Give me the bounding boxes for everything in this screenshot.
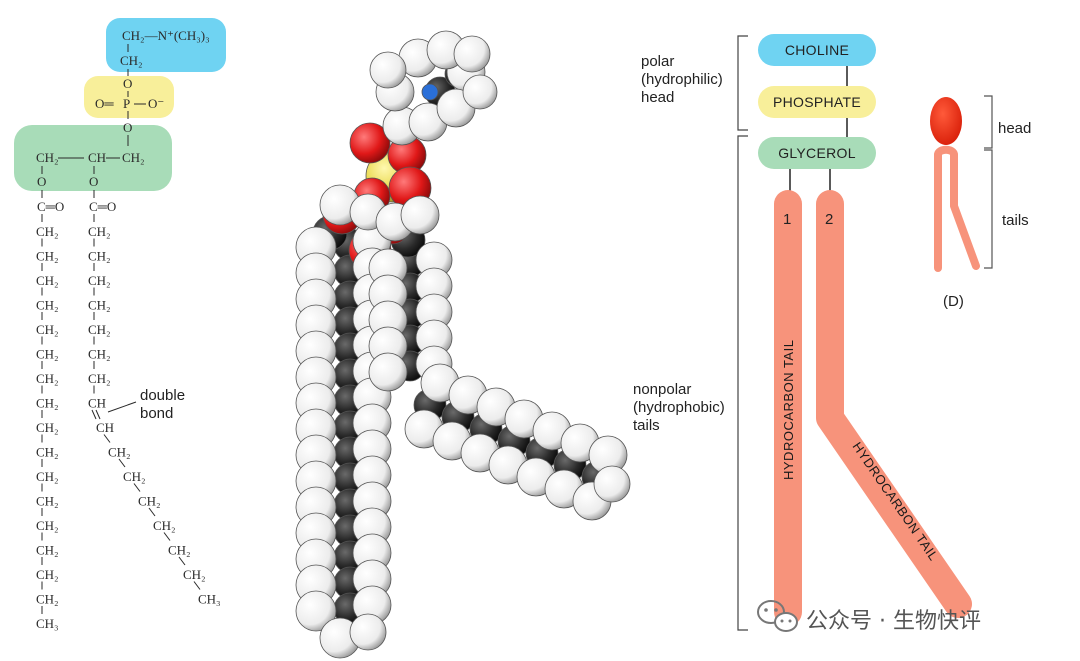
chain1-ch2: CH₂ [36, 371, 59, 386]
chain1-ch2: CH₂ [36, 298, 59, 313]
head-label-line3: head [641, 89, 674, 106]
hydrogen-atom [462, 74, 498, 110]
carbonyl-chain2: C═O [89, 199, 116, 214]
icon-head-label: head [998, 120, 1031, 137]
chain1-ch2: CH₂ [36, 518, 59, 533]
icon-tail-2 [950, 151, 980, 270]
choline-group-text: CH₂—N⁺(CH₃)₃ [122, 28, 210, 43]
phosphate-label: PHOSPHATE [773, 94, 861, 110]
chain1-ch2: CH₂ [36, 445, 59, 460]
phosphate-double-oxygen: O═ [95, 96, 114, 111]
chain1-ch2: CH₂ [36, 396, 59, 411]
tail-1-label: HYDROCARBON TAIL [781, 340, 796, 480]
chain2-ch2: CH₂ [88, 224, 111, 239]
chain1-ch2: CH₂ [36, 249, 59, 264]
chain1-ch2: CH₂ [36, 592, 59, 607]
schematic-diagram: polar (hydrophilic) head nonpolar (hydro… [633, 34, 972, 631]
chain1-ch2: CH₂ [36, 224, 59, 239]
tail-label-line3: tails [633, 417, 660, 434]
glycerol-c1: CH₂ [36, 150, 59, 165]
hydrogen-atom [369, 51, 407, 89]
hydrogen-atom [400, 195, 440, 235]
chain2-ch2-bent: CH₂ [123, 469, 146, 484]
chain2-ch2: CH₂ [88, 322, 111, 337]
glycerol-highlight [14, 125, 172, 191]
choline-highlight [106, 18, 226, 72]
icon-tails-label: tails [1002, 212, 1029, 229]
choline-ch2-text: CH₂ [120, 53, 143, 68]
chain2-ch-2: CH [96, 420, 114, 435]
chain2-ch2-bent: CH₂ [108, 445, 131, 460]
tail-bracket [737, 135, 748, 631]
head-bracket [737, 35, 748, 131]
ester-oxygen-chain2: O [89, 174, 98, 189]
watermark: 公众号 · 生物快评 [757, 600, 981, 634]
glycerol-label: GLYCEROL [778, 145, 856, 161]
chain2-ch2-bent: CH₂ [183, 567, 206, 582]
chain1-ch3: CH₃ [36, 616, 59, 631]
glycerol-c3: CH₂ [122, 150, 145, 165]
chain2-ch3: CH₃ [198, 592, 221, 607]
chain1-ch2: CH₂ [36, 322, 59, 337]
hydrogen-atom [368, 352, 408, 392]
phosphate-negative-oxygen: O⁻ [148, 96, 164, 111]
chain2-ch2: CH₂ [88, 298, 111, 313]
phosphorus-atom: P [123, 96, 130, 111]
carbonyl-chain1: C═O [37, 199, 64, 214]
phospholipid-icon: head tails (D) [930, 95, 1031, 310]
double-bond-label-line1: double [140, 387, 185, 404]
head-label-line1: polar [641, 53, 674, 70]
panel-d-label: (D) [943, 293, 964, 310]
choline-box [758, 34, 876, 66]
tail-1-number: 1 [783, 211, 791, 228]
wechat-icon [757, 600, 798, 632]
hydrogen-atom [593, 465, 631, 503]
oxygen-atom [349, 122, 391, 164]
tail-label-line2: (hydrophobic) [633, 399, 725, 416]
tail-label-line1: nonpolar [633, 381, 691, 398]
chain2-ch2: CH₂ [88, 273, 111, 288]
chain2-ch2: CH₂ [88, 249, 111, 264]
chain1-ch2: CH₂ [36, 543, 59, 558]
glycerol-c2: CH [88, 150, 106, 165]
head-label-line2: (hydrophilic) [641, 71, 723, 88]
hydrocarbon-tail-2 [816, 190, 972, 618]
double-bond-pointer [107, 401, 137, 413]
watermark-text: 公众号 · 生物快评 [806, 609, 981, 634]
chain2-ch2-bent: CH₂ [138, 494, 161, 509]
chain1-ch2: CH₂ [36, 469, 59, 484]
fatty-acid-chain-1: CH₂ CH₂ CH₂ CH₂ CH₂ CH₂ CH₂ CH₂ CH₂ CH₂ CH₂ CH₂ CH₂ C… [36, 214, 59, 631]
double-bond-label-line2: bond [140, 405, 173, 422]
hydrogen-atom [453, 35, 491, 73]
glycerol-box [758, 137, 876, 169]
hydrogen-atom [349, 613, 387, 651]
chain1-ch2: CH₂ [36, 567, 59, 582]
nitrogen-atom [421, 83, 439, 101]
choline-label: CHOLINE [785, 42, 849, 58]
chain2-ch2-bent: CH₂ [168, 543, 191, 558]
space-filling-model [295, 30, 631, 659]
ester-oxygen-top: O [123, 76, 132, 91]
chain1-ch2: CH₂ [36, 420, 59, 435]
chain2-ch2: CH₂ [88, 347, 111, 362]
fatty-acid-chain-2: CH₂ CH₂ CH₂ CH₂ CH₂ CH₂ CH₂ CH CH CH₂ CH₂ CH₂ CH₂ CH₂… [88, 214, 221, 607]
icon-head-bracket [984, 95, 993, 149]
ester-oxygen-bottom: O [123, 120, 132, 135]
tail-2-number: 2 [825, 211, 833, 228]
icon-tail-bracket [984, 149, 993, 269]
icon-head [930, 97, 962, 145]
chain1-ch2: CH₂ [36, 273, 59, 288]
hydrogen-atom [295, 590, 337, 632]
structural-formula: CH₂—N⁺(CH₃)₃ CH₂ O O═ P O⁻ O CH₂ CH CH₂ … [14, 18, 226, 631]
chain2-ch-1: CH [88, 396, 106, 411]
tail-2-label: HYDROCARBON TAIL [850, 439, 942, 563]
phosphate-box [758, 86, 876, 118]
chain2-ch2-bent: CH₂ [153, 518, 176, 533]
ester-oxygen-chain1: O [37, 174, 46, 189]
phosphate-highlight [84, 76, 174, 118]
chain1-ch2: CH₂ [36, 347, 59, 362]
chain2-ch2: CH₂ [88, 371, 111, 386]
chain1-ch2: CH₂ [36, 494, 59, 509]
